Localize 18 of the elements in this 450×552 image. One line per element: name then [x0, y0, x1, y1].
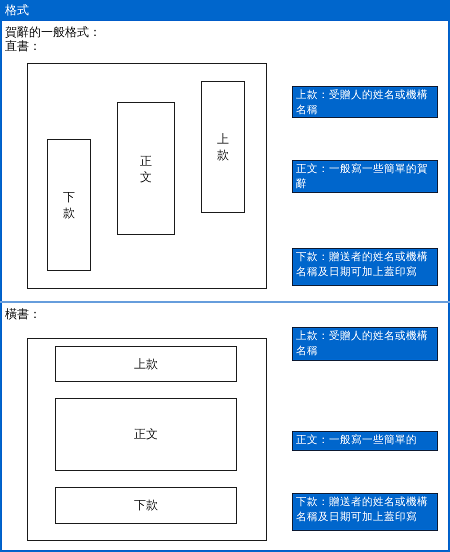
- note-box: 正文：一般寫一些簡單的: [292, 431, 438, 451]
- note-box: 下款：贈送者的姓名或機構名稱及日期可加上蓋印寫: [292, 248, 438, 286]
- note-box: 下款：贈送者的姓名或機構名稱及日期可加上蓋印寫: [292, 493, 438, 531]
- text-box: 下款: [55, 487, 237, 524]
- note-box: 上款：受贈人的姓名或機構名稱: [292, 86, 438, 118]
- section-label: 賀辭的一般格式：: [5, 24, 101, 40]
- text-box: 正文: [55, 398, 237, 471]
- title-bar: 格式: [0, 0, 450, 21]
- text-box: 下款: [47, 139, 91, 271]
- text-box: 上款: [55, 346, 237, 382]
- section-label: 橫書：: [5, 306, 41, 323]
- text-box: 上款: [201, 81, 245, 213]
- section-label: 直書：: [5, 38, 41, 55]
- note-box: 上款：受贈人的姓名或機構名稱: [292, 327, 438, 361]
- outer-frame: [27, 338, 267, 541]
- text-box: 正文: [117, 102, 175, 235]
- note-box: 正文：一般寫一些簡單的賀辭: [292, 160, 438, 193]
- outer-frame: [27, 63, 267, 289]
